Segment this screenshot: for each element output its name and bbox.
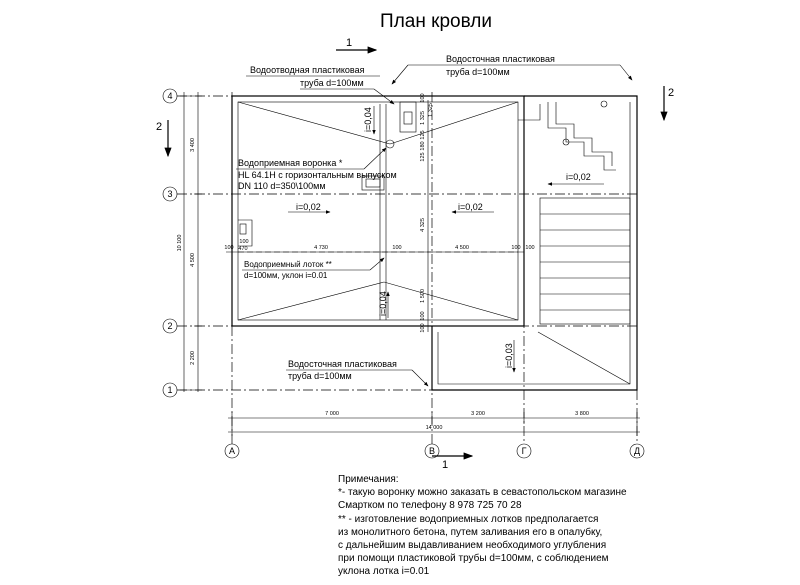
notes-line: из монолитного бетона, путем заливания е… xyxy=(338,526,603,538)
svg-text:i=0,02: i=0,02 xyxy=(566,172,591,182)
svg-text:100: 100 xyxy=(224,245,233,251)
svg-text:10 100: 10 100 xyxy=(177,235,183,252)
svg-text:14 000: 14 000 xyxy=(426,425,443,431)
chimney-left xyxy=(238,219,253,247)
svg-text:Водоприемная воронка *: Водоприемная воронка * xyxy=(238,158,343,168)
dimension-inner-row: 100 470 4 730 100 4 500 100 100 100 xyxy=(224,239,535,253)
svg-text:i=0,04: i=0,04 xyxy=(378,291,388,316)
axis-bubble-g: Г xyxy=(516,443,532,459)
svg-text:180: 180 xyxy=(420,141,426,150)
notes-block: Примечания: *- такую воронку можно заказ… xyxy=(338,473,668,579)
svg-text:3: 3 xyxy=(167,189,172,199)
svg-text:1: 1 xyxy=(346,37,352,49)
svg-text:Водоотводная пластиковая: Водоотводная пластиковая xyxy=(250,65,365,75)
svg-text:3 200: 3 200 xyxy=(471,411,485,417)
svg-text:4: 4 xyxy=(167,91,172,101)
callout-drain-pipe-top: Водоотводная пластиковая труба d=100мм xyxy=(246,65,395,105)
axis-bubble-1: 1 xyxy=(162,382,178,398)
notes-line: ** - изготовление водоприемных лотков пр… xyxy=(338,513,599,525)
svg-text:d=100мм, уклон i=0.01: d=100мм, уклон i=0.01 xyxy=(244,271,328,280)
svg-text:А: А xyxy=(229,446,235,456)
slope-top: i=0,04 xyxy=(363,106,376,135)
svg-text:2: 2 xyxy=(668,87,674,99)
svg-text:4 500: 4 500 xyxy=(455,245,469,251)
slope-stair: i=0,02 xyxy=(547,172,604,186)
slope-right: i=0,02 xyxy=(451,202,494,214)
svg-text:i=0,03: i=0,03 xyxy=(504,343,514,368)
svg-text:100: 100 xyxy=(239,239,248,245)
slope-left: i=0,02 xyxy=(288,202,331,214)
notes-line: Смартком по телефону 8 978 725 70 28 xyxy=(338,500,522,512)
callout-downpipe-bottom: Водосточная пластиковая труба d=100мм xyxy=(286,359,429,387)
section-mark-2-left: 2 xyxy=(156,120,172,158)
svg-text:DN 110 d=350\100мм: DN 110 d=350\100мм xyxy=(238,181,326,191)
dimension-left: 3 400 4 500 2 200 10 100 xyxy=(177,92,202,392)
svg-text:1: 1 xyxy=(442,459,448,471)
svg-text:470: 470 xyxy=(238,246,247,252)
notes-line: с дальнейшим выдавливанием необходимого … xyxy=(338,540,607,552)
vent-block-top xyxy=(399,101,417,133)
svg-text:1 500: 1 500 xyxy=(420,289,426,303)
axis-bubble-2: 2 xyxy=(162,318,178,334)
section-mark-1-top: 1 xyxy=(336,37,378,54)
svg-text:Водоприемный лоток **: Водоприемный лоток ** xyxy=(244,260,332,269)
svg-text:100: 100 xyxy=(511,245,520,251)
svg-text:100: 100 xyxy=(525,245,534,251)
svg-text:2 200: 2 200 xyxy=(190,351,196,365)
svg-text:4 325: 4 325 xyxy=(420,218,426,232)
axis-bubble-d: Д xyxy=(629,443,645,459)
svg-text:4 730: 4 730 xyxy=(314,245,328,251)
slope-bottom: i=0,04 xyxy=(378,291,390,318)
roof-outline xyxy=(231,95,638,391)
axis-bubble-a: А xyxy=(224,443,240,459)
svg-text:Г: Г xyxy=(522,446,527,456)
axis-bubble-3: 3 xyxy=(162,186,178,202)
svg-text:100: 100 xyxy=(420,323,426,332)
vent-block-mid xyxy=(361,175,385,191)
svg-text:2: 2 xyxy=(156,121,162,133)
svg-text:Д: Д xyxy=(634,446,640,456)
svg-text:i=0,02: i=0,02 xyxy=(296,202,321,212)
svg-text:HL 64.1H с горизонтальным выпу: HL 64.1H с горизонтальным выпуском xyxy=(238,170,397,180)
svg-text:i=0,04: i=0,04 xyxy=(363,107,373,132)
notes-line: уклона лотка i=0.01 xyxy=(338,566,430,578)
svg-text:1 325: 1 325 xyxy=(428,103,434,117)
callout-funnel: Водоприемная воронка * HL 64.1H с горизо… xyxy=(236,147,397,191)
svg-text:3 400: 3 400 xyxy=(190,138,196,152)
callout-gutter: Водоприемный лоток ** d=100мм, уклон i=0… xyxy=(242,257,385,280)
dimension-bottom: 7 000 3 200 3 800 14 000 xyxy=(228,411,640,436)
svg-text:2: 2 xyxy=(167,321,172,331)
svg-text:4 500: 4 500 xyxy=(190,253,196,267)
svg-text:3 800: 3 800 xyxy=(575,411,589,417)
svg-text:100: 100 xyxy=(392,245,401,251)
svg-text:труба d=100мм: труба d=100мм xyxy=(300,78,364,88)
svg-text:1: 1 xyxy=(167,385,172,395)
svg-text:В: В xyxy=(429,446,435,456)
roof-funnel-icon xyxy=(385,139,395,149)
svg-text:труба d=100мм: труба d=100мм xyxy=(288,371,352,381)
svg-text:1 325: 1 325 xyxy=(420,111,426,125)
section-mark-2-right: 2 xyxy=(660,86,674,122)
svg-text:100: 100 xyxy=(420,93,426,102)
axis-bubble-v: В xyxy=(424,443,440,459)
svg-text:125: 125 xyxy=(420,152,426,161)
callout-downpipe-top: Водосточная пластиковая труба d=100мм xyxy=(391,54,633,85)
page-title: План кровли xyxy=(380,11,492,32)
svg-text:Водосточная пластиковая: Водосточная пластиковая xyxy=(446,54,555,64)
section-mark-1-bottom: 1 xyxy=(432,452,474,471)
notes-line: при помощи пластиковой трубы d=100мм, с … xyxy=(338,553,609,565)
svg-text:i=0,02: i=0,02 xyxy=(458,202,483,212)
svg-text:Водосточная пластиковая: Водосточная пластиковая xyxy=(288,359,397,369)
dimension-vertical-inner: 1 325 1 325 125 180 125 4 325 1 500 100 … xyxy=(420,93,434,332)
svg-text:125: 125 xyxy=(420,130,426,139)
axis-bubble-4: 4 xyxy=(162,88,178,104)
notes-line: *- такую воронку можно заказать в севаст… xyxy=(338,487,627,499)
svg-text:труба d=100мм: труба d=100мм xyxy=(446,67,510,77)
svg-text:7 000: 7 000 xyxy=(325,411,339,417)
svg-text:100: 100 xyxy=(420,311,426,320)
notes-heading: Примечания: xyxy=(338,474,399,485)
slope-low: i=0,03 xyxy=(504,340,516,373)
stair-steps xyxy=(537,100,631,385)
